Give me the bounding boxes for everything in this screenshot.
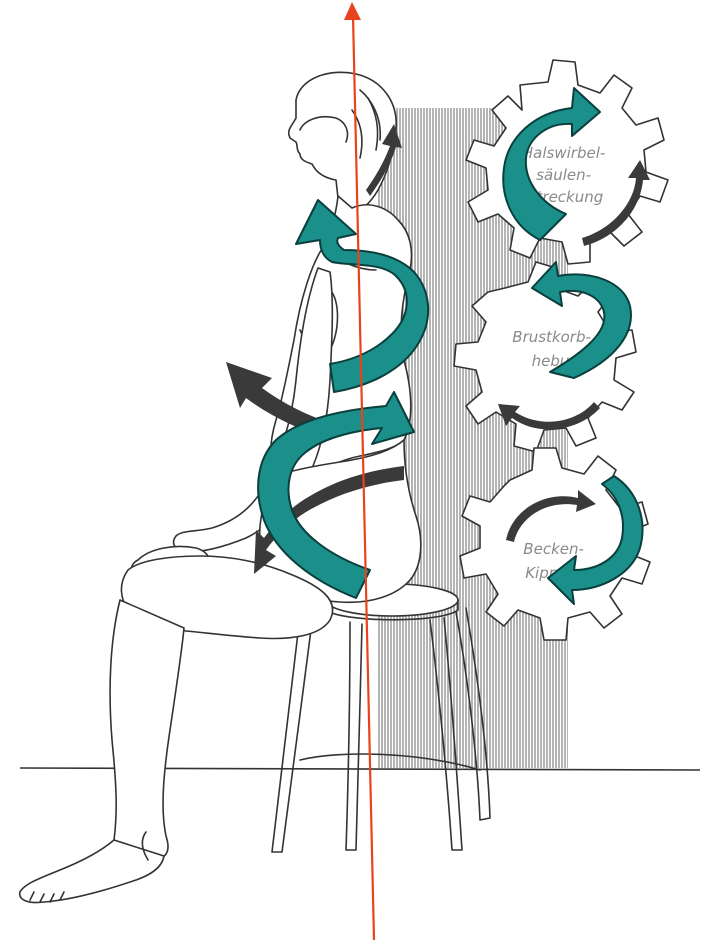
gear-label-line: säulen- (536, 166, 591, 184)
plumb-line-arrowhead (344, 2, 361, 20)
gear-label-line: Halswirbel- (522, 144, 605, 162)
gear-label-line: Becken- (523, 540, 584, 558)
gear-label-line: Brustkorb- (512, 328, 591, 346)
